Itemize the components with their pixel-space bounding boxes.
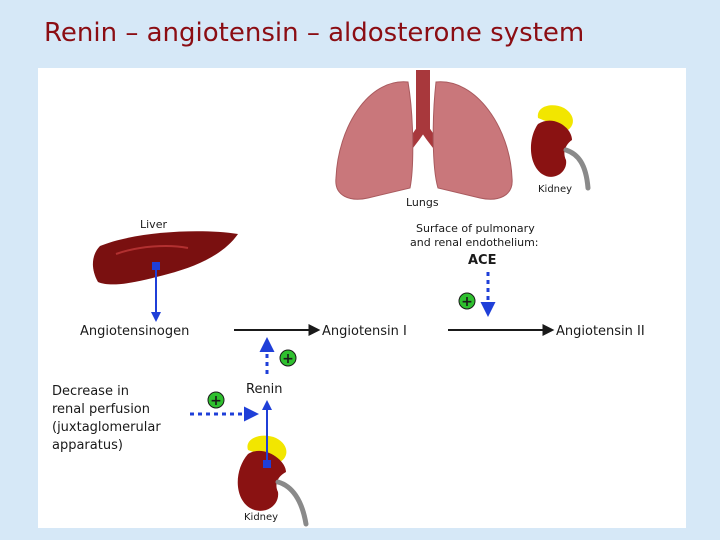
- stimulus-line-2: renal perfusion: [52, 402, 150, 417]
- kidney-bottom-label: Kidney: [244, 512, 278, 523]
- slide-title: Renin – angiotensin – aldosterone system: [44, 18, 585, 48]
- ace-plus-icon: +: [458, 292, 476, 310]
- endothelium-line-2: and renal endothelium:: [410, 236, 539, 249]
- liver-label: Liver: [140, 218, 167, 231]
- lungs-illustration: [335, 70, 513, 200]
- angiotensinogen-label: Angiotensinogen: [80, 324, 189, 339]
- stimulus-line-3: (juxtaglomerular: [52, 420, 161, 435]
- renin-label: Renin: [246, 382, 283, 397]
- renin-plus-icon: +: [279, 349, 297, 367]
- svg-text:+: +: [461, 294, 473, 310]
- liver-illustration: [92, 231, 239, 285]
- angiotensin-2-label: Angiotensin II: [556, 324, 645, 339]
- stimulus-plus-icon: +: [207, 391, 225, 409]
- kidney-top-label: Kidney: [538, 184, 572, 195]
- kidney-bottom-illustration: [237, 435, 309, 527]
- endothelium-line-1: Surface of pulmonary: [416, 222, 535, 235]
- svg-text:+: +: [282, 351, 294, 367]
- svg-text:+: +: [210, 393, 222, 409]
- kidney-top-illustration: [530, 105, 591, 191]
- stimulus-line-4: apparatus): [52, 438, 123, 453]
- angiotensin-1-label: Angiotensin I: [322, 324, 407, 339]
- lungs-label: Lungs: [406, 196, 439, 209]
- ace-label: ACE: [468, 253, 496, 268]
- raas-diagram: Lungs Kidney Surface of pulmonary and re…: [38, 68, 686, 528]
- stimulus-line-1: Decrease in: [52, 384, 129, 399]
